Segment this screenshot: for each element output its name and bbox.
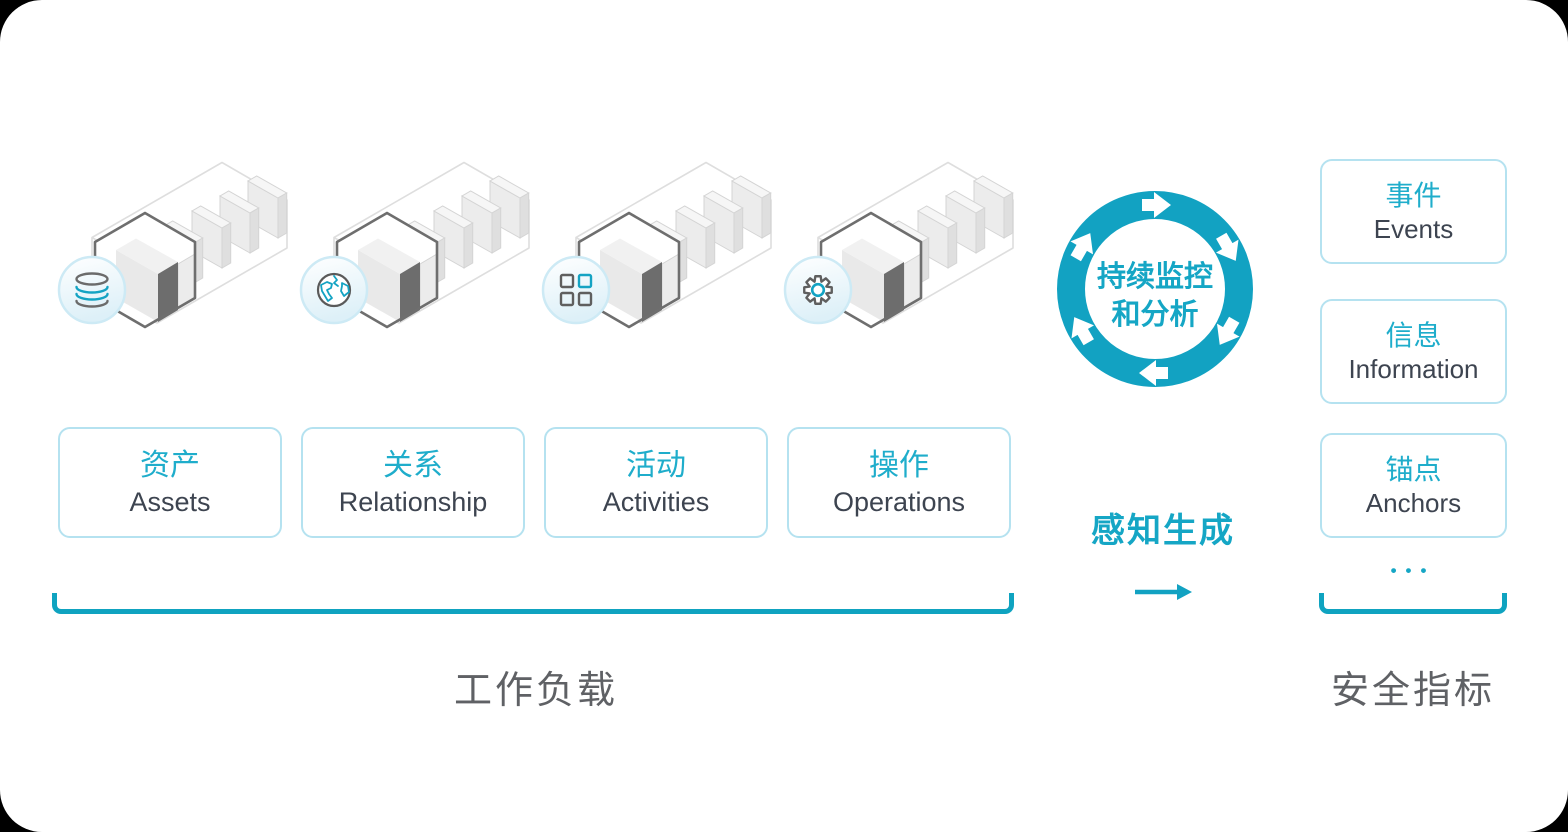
workload-card-activities-en: Activities — [602, 486, 710, 517]
workload-card-activities-zh: 活动 — [626, 448, 686, 482]
indicator-card-information: 信息 Information — [1320, 299, 1507, 404]
workload-card-relationship: 关系 Relationship — [301, 427, 525, 538]
right-arrow-icon — [1135, 584, 1192, 600]
flow-label: 感知生成 — [1091, 512, 1235, 550]
workload-illustration-relationship — [299, 144, 544, 350]
gear-icon — [803, 275, 833, 305]
workload-card-operations: 操作 Operations — [787, 427, 1011, 538]
workloads-bracket — [52, 593, 1014, 614]
workload-card-assets: 资产 Assets — [58, 427, 282, 538]
workload-card-assets-en: Assets — [129, 486, 211, 517]
ring-label-line1: 持续监控 — [1096, 261, 1213, 293]
database-icon — [75, 272, 109, 308]
indicator-card-information-zh: 信息 — [1385, 319, 1442, 351]
ring-label-line2: 和分析 — [1111, 299, 1199, 331]
indicators-group-label: 安全指标 — [1330, 670, 1495, 712]
workload-card-assets-zh: 资产 — [140, 448, 200, 482]
indicator-card-anchors-en: Anchors — [1365, 487, 1462, 518]
grid-icon — [559, 273, 593, 307]
workload-illustration-assets — [57, 144, 302, 350]
workload-card-operations-en: Operations — [832, 486, 966, 517]
indicator-card-events-en: Events — [1373, 213, 1454, 244]
cycle-arrows-icon — [1057, 191, 1253, 387]
indicator-card-events-zh: 事件 — [1385, 179, 1442, 211]
indicators-bracket — [1319, 593, 1507, 614]
workload-card-relationship-en: Relationship — [338, 486, 488, 517]
indicator-card-events: 事件 Events — [1320, 159, 1507, 264]
ring-label: 持续监控 和分析 — [1080, 258, 1230, 334]
indicator-card-anchors: 锚点 Anchors — [1320, 433, 1507, 538]
workload-illustration-activities — [541, 144, 786, 350]
workload-card-operations-zh: 操作 — [869, 448, 929, 482]
more-indicators-ellipsis: ••• — [1390, 561, 1436, 580]
workload-card-activities: 活动 Activities — [544, 427, 768, 538]
indicator-card-anchors-zh: 锚点 — [1385, 453, 1442, 485]
workload-card-relationship-zh: 关系 — [383, 448, 443, 482]
workloads-group-label: 工作负载 — [453, 670, 618, 712]
globe-icon — [316, 272, 352, 308]
indicator-card-information-en: Information — [1348, 353, 1479, 384]
workload-illustration-operations — [783, 144, 1028, 350]
